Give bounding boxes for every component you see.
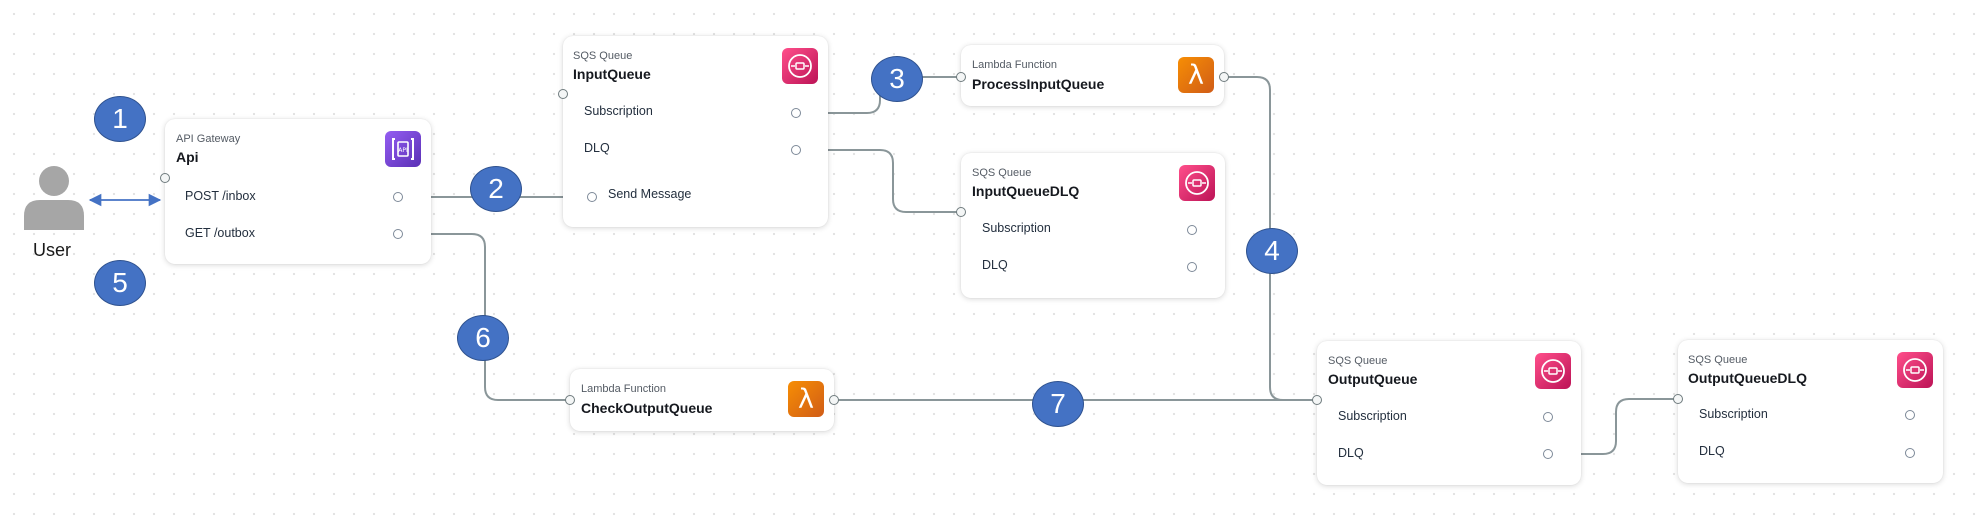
card-type-label: SQS Queue (1328, 355, 1388, 367)
row-dlq[interactable]: DLQ (982, 258, 1008, 272)
step-badge-6: 6 (457, 315, 509, 361)
process-input-output-port[interactable] (1219, 72, 1229, 82)
card-name: InputQueue (573, 66, 651, 82)
sqs-icon (1897, 352, 1933, 388)
card-name: OutputQueueDLQ (1688, 370, 1807, 386)
lambda-icon: λ (1178, 57, 1214, 93)
step-badge-1: 1 (94, 96, 146, 142)
card-name: ProcessInputQueue (972, 76, 1105, 92)
step-badge-2: 2 (470, 166, 522, 212)
row-subscription[interactable]: Subscription (584, 104, 653, 118)
post-inbox-port[interactable] (393, 192, 403, 202)
row-dlq[interactable]: DLQ (1338, 446, 1364, 460)
input-queue-dlq-port[interactable] (791, 145, 801, 155)
card-type-label: Lambda Function (581, 383, 666, 395)
input-dlq-subscription-port[interactable] (1187, 225, 1197, 235)
user-icon (24, 166, 84, 230)
sqs-icon (782, 48, 818, 84)
output-dlq-input-port[interactable] (1673, 394, 1683, 404)
check-output-input-port[interactable] (565, 395, 575, 405)
output-queue-dlq-port[interactable] (1543, 449, 1553, 459)
get-outbox-port[interactable] (393, 229, 403, 239)
step-badge-7: 7 (1032, 381, 1084, 427)
output-queue-subscription-port[interactable] (1543, 412, 1553, 422)
api-input-port[interactable] (160, 173, 170, 183)
card-type-label: API Gateway (176, 133, 241, 145)
route-get-outbox[interactable]: GET /outbox (185, 226, 255, 240)
check-output-output-port[interactable] (829, 395, 839, 405)
input-dlq-input-port[interactable] (956, 207, 966, 217)
input-queue-input-port[interactable] (558, 89, 568, 99)
card-name: InputQueueDLQ (972, 183, 1080, 199)
card-type-label: SQS Queue (1688, 354, 1748, 366)
row-subscription[interactable]: Subscription (982, 221, 1051, 235)
output-queue-input-port[interactable] (1312, 395, 1322, 405)
card-name: OutputQueue (1328, 371, 1418, 387)
check-output-queue-card[interactable]: Lambda Function CheckOutputQueue λ (570, 369, 834, 431)
card-type-label: Lambda Function (972, 59, 1057, 71)
row-dlq[interactable]: DLQ (584, 141, 610, 155)
api-gateway-icon: API (385, 131, 421, 167)
lambda-icon: λ (788, 381, 824, 417)
row-subscription[interactable]: Subscription (1699, 407, 1768, 421)
user-label: User (33, 240, 72, 260)
output-queue-dlq-card[interactable]: SQS Queue OutputQueueDLQ Subscription DL… (1678, 340, 1943, 483)
sqs-icon (1179, 165, 1215, 201)
row-send-message[interactable]: Send Message (608, 187, 692, 201)
card-type-label: SQS Queue (972, 167, 1032, 179)
route-post-inbox[interactable]: POST /inbox (185, 189, 256, 203)
row-dlq[interactable]: DLQ (1699, 444, 1725, 458)
wire-dlq-to-input-dlq (796, 149, 961, 213)
sqs-icon (1535, 353, 1571, 389)
card-name: CheckOutputQueue (581, 400, 713, 416)
svg-text:API: API (398, 147, 408, 154)
output-queue-card[interactable]: SQS Queue OutputQueue Subscription DLQ (1317, 341, 1581, 485)
output-dlq-subscription-port[interactable] (1905, 410, 1915, 420)
input-queue-dlq-card[interactable]: SQS Queue InputQueueDLQ Subscription DLQ (961, 153, 1225, 298)
input-queue-card[interactable]: SQS Queue InputQueue Subscription DLQ Se… (563, 36, 828, 227)
send-message-port[interactable] (587, 192, 597, 202)
input-queue-subscription-port[interactable] (791, 108, 801, 118)
step-badge-3: 3 (871, 56, 923, 102)
step-badge-4: 4 (1246, 228, 1298, 274)
card-name: Api (176, 149, 199, 165)
step-badge-5: 5 (94, 260, 146, 306)
card-type-label: SQS Queue (573, 50, 633, 62)
wire-output-dlq-to-output-queue-dlq (1548, 398, 1678, 455)
row-subscription[interactable]: Subscription (1338, 409, 1407, 423)
process-input-queue-card[interactable]: Lambda Function ProcessInputQueue λ (961, 45, 1224, 106)
output-dlq-dlq-port[interactable] (1905, 448, 1915, 458)
process-input-input-port[interactable] (956, 72, 966, 82)
input-dlq-dlq-port[interactable] (1187, 262, 1197, 272)
api-gateway-card[interactable]: API Gateway Api API POST /inbox GET /out… (165, 119, 431, 264)
